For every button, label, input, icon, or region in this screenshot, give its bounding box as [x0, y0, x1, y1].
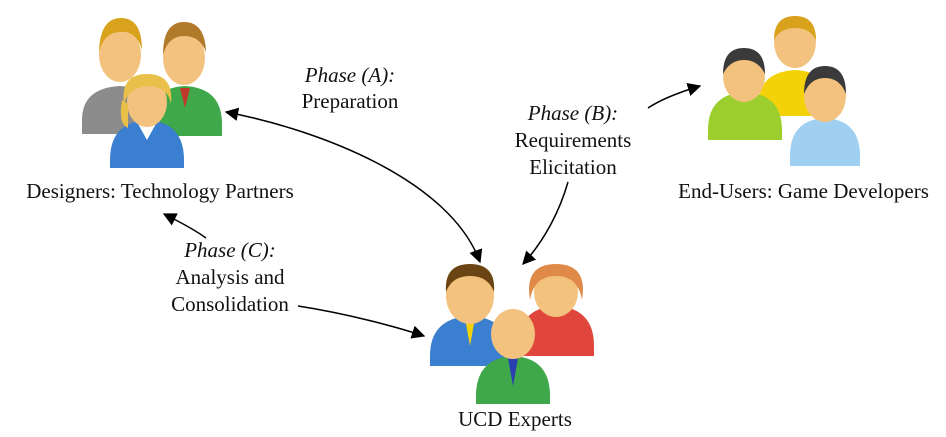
phase-c-line-1: Analysis and: [175, 265, 285, 289]
arrow-phase-a: [224, 107, 483, 264]
person-icon: [430, 264, 510, 366]
arrow-phase-b-to-end-users: [647, 83, 702, 109]
phase-a-line-1: Preparation: [301, 89, 399, 113]
ucd-experts-group-icon: [430, 264, 594, 404]
phase-c-title: Phase (C):: [184, 238, 276, 262]
phase-c-line-2: Consolidation: [171, 292, 289, 316]
arrow-phase-c-to-ucd: [297, 305, 426, 339]
phase-b-line-2: Elicitation: [529, 155, 617, 179]
person-icon: [518, 264, 594, 356]
end-users-group-icon: [708, 16, 860, 166]
phase-a-title: Phase (A):: [304, 63, 396, 87]
person-icon: [790, 66, 860, 166]
ucd-experts-label: UCD Experts: [458, 407, 572, 431]
designers-group-icon: [82, 18, 222, 168]
end-users-label: End-Users: Game Developers: [678, 179, 929, 203]
person-icon: [110, 74, 184, 168]
designers-label: Designers: Technology Partners: [26, 179, 294, 203]
phase-b-line-1: Requirements: [514, 128, 632, 152]
arrow-phase-c-to-designers: [162, 213, 207, 239]
person-icon: [476, 309, 550, 404]
phase-b-title: Phase (B):: [527, 101, 619, 125]
arrow-phase-b-to-ucd: [522, 181, 569, 265]
person-icon: [708, 48, 782, 140]
